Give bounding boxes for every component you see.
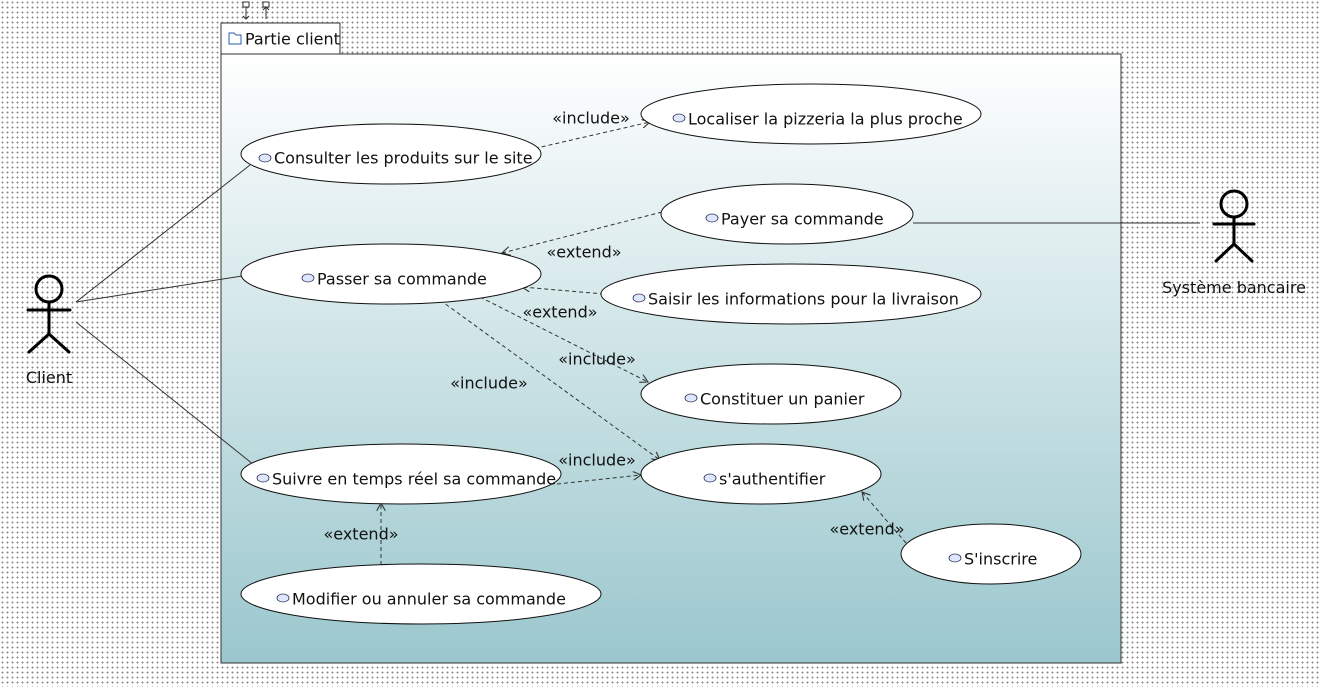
use-case-label: Passer sa commande	[317, 270, 487, 289]
actor-name: Client	[26, 368, 72, 387]
actor-name: Système bancaire	[1162, 278, 1306, 297]
association-client-suivre	[75, 321, 255, 466]
folder-icon	[228, 32, 242, 45]
association-client-consulter	[75, 164, 251, 303]
use-case-label: Constituer un panier	[700, 390, 865, 409]
dependency-passer-authentifier	[439, 299, 660, 460]
dependency-inscrire-authentifier	[862, 492, 907, 544]
label-extend-saisir: «extend»	[522, 303, 597, 322]
use-case-icon	[256, 473, 270, 483]
dependency-passer-panier	[479, 296, 648, 382]
use-case-suivre[interactable]: Suivre en temps réel sa commande	[240, 443, 562, 505]
use-case-consulter[interactable]: Consulter les produits sur le site	[240, 123, 542, 185]
use-case-payer[interactable]: Payer sa commande	[660, 183, 914, 245]
label-extend-modifier: «extend»	[323, 525, 398, 544]
dependency-suivre-authentifier	[556, 475, 641, 485]
label-extend-inscrire: «extend»	[829, 520, 904, 539]
actor-stick-figure-icon	[1212, 189, 1256, 263]
use-case-icon	[276, 593, 290, 603]
use-case-label: Consulter les produits sur le site	[274, 149, 533, 168]
use-case-label: s'authentifier	[719, 470, 826, 489]
use-case-inscrire[interactable]: S'inscrire	[900, 523, 1082, 585]
use-case-icon	[948, 553, 962, 563]
use-case-label: Suivre en temps réel sa commande	[272, 470, 556, 489]
use-case-label: Localiser la pizzeria la plus proche	[688, 110, 963, 129]
system-title: Partie client	[245, 30, 340, 49]
use-case-icon	[703, 473, 717, 483]
use-case-label: S'inscrire	[964, 550, 1037, 569]
associations	[75, 164, 1200, 466]
use-case-label: Modifier ou annuler sa commande	[292, 590, 566, 609]
use-case-label: Payer sa commande	[721, 210, 884, 229]
use-case-passer[interactable]: Passer sa commande	[240, 243, 542, 305]
use-case-icon	[258, 153, 272, 163]
label-extend-payer: «extend»	[546, 243, 621, 262]
use-case-modifier[interactable]: Modifier ou annuler sa commande	[240, 563, 602, 625]
use-case-label: Saisir les informations pour la livraiso…	[648, 290, 959, 309]
label-include-localiser: «include»	[552, 109, 630, 128]
actor-client[interactable]: Client	[26, 274, 72, 387]
use-case-panier[interactable]: Constituer un panier	[640, 363, 902, 425]
use-case-icon	[632, 293, 646, 303]
use-case-icon	[301, 273, 315, 283]
actor-stick-figure-icon	[26, 274, 72, 354]
anchor-connector-icons	[242, 1, 270, 20]
relation-labels: «include» «extend» «extend» «include» «i…	[323, 109, 904, 544]
label-include-auth-suivre: «include»	[558, 451, 636, 470]
dependencies	[381, 122, 907, 565]
use-case-localiser[interactable]: Localiser la pizzeria la plus proche	[640, 83, 982, 145]
use-case-icon	[684, 393, 698, 403]
use-case-icon	[705, 213, 719, 223]
association-client-passer	[75, 275, 243, 303]
use-case-saisir[interactable]: Saisir les informations pour la livraiso…	[600, 263, 982, 325]
use-case-authentifier[interactable]: s'authentifier	[640, 443, 882, 505]
actor-bank[interactable]: Système bancaire	[1162, 189, 1306, 297]
use-case-icon	[672, 113, 686, 123]
label-include-auth-passer: «include»	[450, 374, 528, 393]
label-include-panier: «include»	[558, 350, 636, 369]
